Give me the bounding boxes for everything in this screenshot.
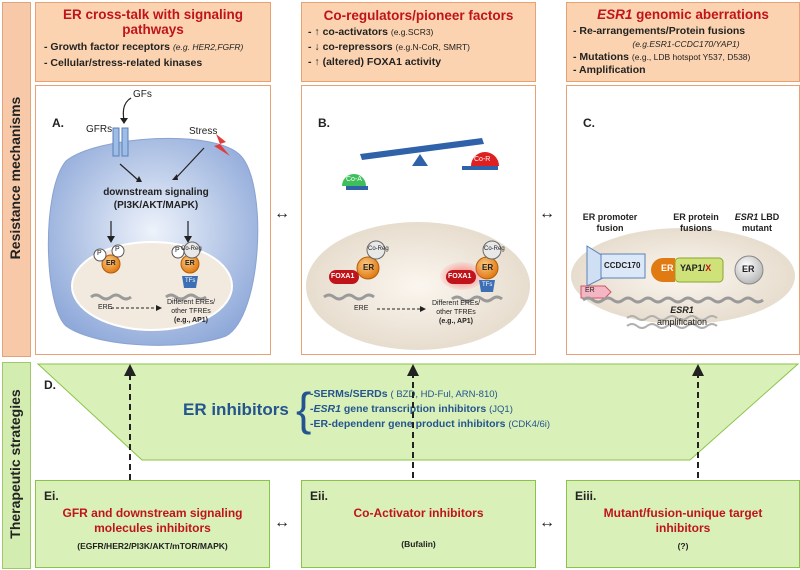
coa-label: Co-A (346, 176, 362, 183)
coreg-label: Co-Reg (484, 246, 505, 252)
er-inhibitors-title: ER inhibitors (183, 400, 289, 419)
arrow-b-c: ↔ (539, 205, 555, 222)
er-fusion-label: ER (661, 263, 674, 273)
inhibitor-line: -ER-dependenr gene product inhibitors (C… (310, 418, 551, 430)
strategy-ei-label: Ei. (44, 489, 59, 503)
panel-c-illustration (571, 228, 795, 329)
panel-d-label: D. (44, 378, 56, 392)
arrow-ei-eii: ↔ (274, 514, 290, 531)
er-label: ER (185, 260, 195, 267)
er-promoter-label: ER (585, 287, 595, 294)
p-label: P (175, 247, 180, 254)
strategy-eiii-sub: (?) (677, 541, 689, 551)
coreg-label: Co-Reg (181, 246, 202, 252)
different-eres-label: Different EREs/other TFREs(e.g., AP1) (166, 299, 216, 324)
header-c-item: (e.g.ESR1-CCDC170/YAP1) (632, 39, 740, 49)
tfs-label: TFs (482, 282, 493, 288)
inhibitor-list: -SERMs/SERDs ( BZD, HD-Ful, ARN-810) -ES… (310, 387, 550, 432)
p-label: P (115, 246, 120, 253)
er-label: ER (106, 260, 116, 267)
therapeutic-side-bar (2, 362, 31, 569)
header-c-title: ESR1 genomic aberrations (597, 7, 769, 22)
strategy-eii-title: Co-Activator inhibitors (353, 506, 484, 520)
header-c-item: - Mutations (e.g., LDB hotspot Y537, D53… (573, 51, 751, 63)
panel-b-label: B. (318, 116, 330, 130)
header-a-title: ER cross-talk with signaling pathways (62, 7, 244, 37)
stress-label: Stress (189, 126, 218, 137)
yap1-label: YAP1/X (680, 263, 712, 273)
strategy-eii-label: Eii. (310, 489, 329, 503)
arrow-eii-eiii: ↔ (539, 514, 555, 531)
header-a-item: - Cellular/stress-related kinases (44, 57, 203, 69)
amplification-label: ESR1 amplification (656, 305, 708, 327)
strategy-ei-sub: (EGFR/HER2/PI3K/AKT/mTOR/MAPK) (77, 541, 228, 551)
different-eres-label: Different EREs/other TFREs(e.g., AP1) (431, 300, 481, 325)
therapeutic-strategies-label: Therapeutic strategies (7, 389, 23, 539)
inhibitor-line: -ESR1 gene transcription inhibitors (JQ1… (310, 403, 513, 415)
er-label: ER (482, 263, 494, 272)
er-label: ER (363, 263, 375, 272)
foxa1-label: FOXA1 (448, 273, 472, 280)
arrow-a-b: ↔ (274, 205, 290, 222)
header-coregulators: Co-regulators/pioneer factors - ↑ co-act… (301, 2, 536, 82)
gfs-label: GFs (133, 89, 152, 100)
header-b-item: - ↑ (altered) FOXA1 activity (308, 56, 442, 68)
header-b-item: - ↓ co-repressors (e.g.N-CoR, SMRT) (308, 41, 471, 53)
header-b-item: - ↑ co-activators (e.g.SCR3) (308, 26, 434, 38)
inhibitor-line: -SERMs/SERDs ( BZD, HD-Ful, ARN-810) (310, 388, 498, 400)
resistance-side-bar (2, 2, 31, 357)
header-c-item: - Re-arrangements/Protein fusions (573, 25, 746, 37)
panel-a: A. GFs GFRs Stress downstream signaling … (35, 85, 271, 355)
panel-c-label: C. (583, 116, 595, 130)
header-b-title: Co-regulators/pioneer factors (323, 8, 514, 23)
tfs-label: TFs (185, 278, 196, 284)
ere-label: ERE (98, 304, 113, 311)
inhibitor-banner (36, 363, 800, 461)
header-esr1-aberrations: ESR1 genomic aberrations - Re-arrangemen… (566, 2, 800, 82)
panel-b-illustration (306, 138, 530, 350)
panel-a-label: A. (52, 116, 64, 130)
strategy-eii-box: Eii. Co-Activator inhibitors (Bufalin) (301, 480, 536, 568)
foxa1-label: FOXA1 (331, 273, 355, 280)
ccdc170-label: CCDC170 (604, 261, 641, 270)
strategy-eiii-title: Mutant/fusion-unique target inhibitors (603, 506, 763, 535)
strategy-ei-title: GFR and downstream signaling molecules i… (62, 506, 243, 535)
gfrs-label: GFRs (86, 124, 113, 135)
strategy-eiii-label: Eiii. (575, 489, 597, 503)
ere-label: ERE (354, 305, 369, 312)
strategy-eii-sub: (Bufalin) (401, 539, 436, 549)
panel-a-illustration (47, 97, 259, 346)
inhibitor-brace: { (296, 383, 312, 435)
cor-label: Co-R (474, 156, 491, 163)
header-a-item: - Growth factor receptors (e.g. HER2,FGF… (44, 41, 244, 53)
signaling-label: downstream signaling (PI3K/AKT/MAPK) (103, 187, 209, 211)
resistance-mechanisms-label: Resistance mechanisms (7, 96, 23, 260)
strategy-ei-box: Ei. GFR and downstream signaling molecul… (35, 480, 270, 568)
header-er-crosstalk: ER cross-talk with signaling pathways - … (35, 2, 271, 82)
p-label: P (97, 250, 102, 257)
panel-b: B. Co-A Co-R Co-Reg Co-Reg ER ER FOXA1 F… (301, 85, 536, 355)
coreg-label: Co-Reg (368, 246, 389, 252)
strategy-eiii-box: Eiii. Mutant/fusion-unique target inhibi… (566, 480, 800, 568)
header-c-item: - Amplification (573, 64, 646, 76)
er-mutant-label: ER (742, 264, 755, 274)
